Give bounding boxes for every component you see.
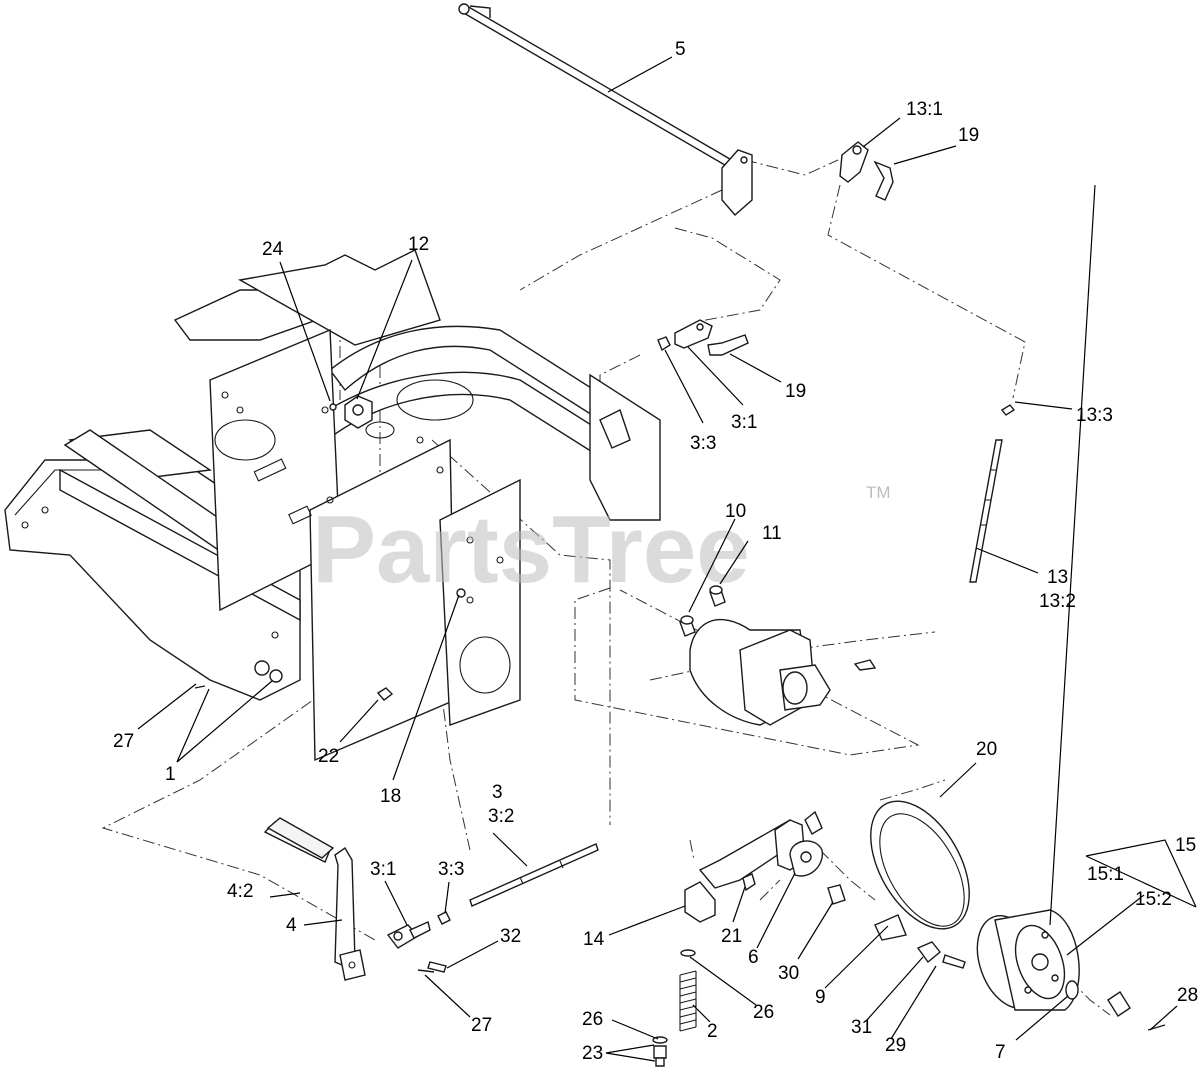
watermark: PartsTree TM: [312, 483, 891, 603]
callout-3-3-lower: 3:3: [438, 859, 464, 880]
callout-3-2: 3:2: [488, 806, 514, 827]
callout-6: 6: [748, 947, 759, 968]
callout-24: 24: [262, 239, 284, 260]
callout-9: 9: [815, 987, 826, 1008]
rod-part-3-lower: [386, 843, 599, 973]
watermark-trademark: TM: [866, 483, 891, 502]
frame-holes: [21, 391, 504, 639]
callout-21: 21: [721, 926, 742, 947]
pedal-part-4: [263, 817, 366, 981]
callout-7: 7: [995, 1042, 1006, 1063]
callout-13-2: 13:2: [1039, 591, 1076, 612]
callout-31: 31: [851, 1017, 872, 1038]
callout-23: 23: [582, 1043, 603, 1064]
callout-11: 11: [762, 523, 782, 544]
callout-27-left: 27: [113, 731, 134, 752]
bushings-part-10-11: [679, 585, 726, 637]
plate-part-31: [916, 941, 966, 969]
callout-12: 12: [408, 234, 429, 255]
callout-15-2: 15:2: [1135, 889, 1172, 910]
callout-3-3-upper: 3:3: [690, 433, 716, 454]
callout-30: 30: [778, 963, 799, 984]
callout-2: 2: [707, 1021, 718, 1042]
main-frame: [4, 249, 661, 762]
watermark-text: PartsTree: [312, 496, 750, 603]
leader-lines: [137, 56, 1197, 1062]
rod-part-13: [969, 404, 1016, 583]
clevis-part-3-1-upper: [657, 319, 749, 356]
callout-1: 1: [165, 764, 176, 785]
callout-22: 22: [318, 746, 339, 767]
callout-26-left: 26: [582, 1009, 603, 1030]
callout-3-1-lower: 3:1: [370, 859, 396, 880]
band-part-9: [870, 800, 970, 941]
callout-labels: 5 13:1 19 24 12 19 3:3 3:1 13:3 10 11 13…: [113, 39, 1198, 1064]
bracket-part-6: [684, 810, 846, 923]
drum-part-15: [976, 909, 1166, 1031]
callout-10: 10: [725, 501, 746, 522]
callout-19-mid: 19: [785, 381, 806, 402]
callout-13-1: 13:1: [906, 99, 943, 120]
callout-5: 5: [675, 39, 686, 60]
callout-3-1-upper: 3:1: [731, 412, 757, 433]
callout-18: 18: [380, 786, 401, 807]
callout-15: 15: [1175, 835, 1196, 856]
callout-20: 20: [976, 739, 997, 760]
pump-unit: [689, 619, 877, 726]
callout-32: 32: [500, 926, 521, 947]
clevis-part-13-1: [839, 141, 894, 201]
callout-29: 29: [885, 1035, 906, 1056]
callout-4: 4: [286, 915, 297, 936]
callout-4-2: 4:2: [227, 881, 253, 902]
callout-26-right: 26: [753, 1002, 774, 1023]
callout-27-lower: 27: [471, 1015, 492, 1036]
callout-19-top: 19: [958, 125, 979, 146]
callout-13: 13: [1047, 567, 1068, 588]
callout-15-1: 15:1: [1087, 864, 1124, 885]
callout-28: 28: [1177, 985, 1198, 1006]
callout-13-3: 13:3: [1076, 405, 1113, 426]
callout-3: 3: [492, 782, 503, 803]
spring-part-2: [652, 949, 697, 1067]
rod-part-5: [458, 3, 753, 216]
callout-14: 14: [583, 929, 605, 950]
